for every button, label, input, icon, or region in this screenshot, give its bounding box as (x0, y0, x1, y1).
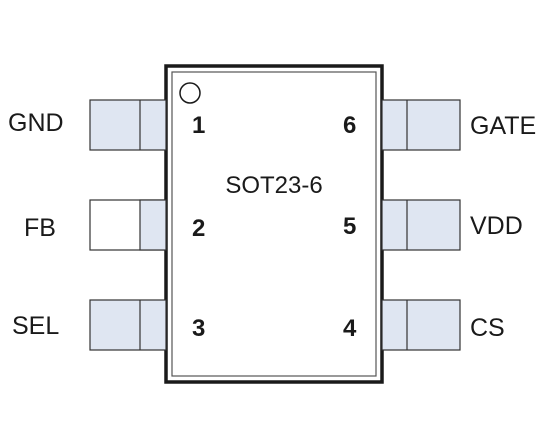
pin-5: VDD 5 (343, 199, 523, 251)
pin-4-lead (381, 299, 461, 351)
pin-6-label: GATE (470, 112, 536, 140)
pin-1-lead (89, 99, 167, 151)
pin-5-label: VDD (470, 212, 523, 240)
pin-5-number: 5 (343, 213, 356, 240)
pin-5-lead (381, 199, 461, 251)
pin-3-lead (89, 299, 167, 351)
pin-2: FB 2 (24, 199, 205, 251)
pin-2-label: FB (24, 214, 56, 242)
pin1-indicator-icon (179, 82, 201, 104)
pin-3: SEL 3 (12, 299, 205, 351)
pin-1-label: GND (8, 109, 64, 137)
pin-1: GND 1 (8, 99, 205, 151)
package-name: SOT23-6 (225, 172, 322, 199)
pin-6: GATE 6 (343, 99, 536, 151)
pin-4: CS 4 (343, 299, 505, 351)
pin-2-number: 2 (192, 215, 205, 242)
pin-3-number: 3 (192, 315, 205, 342)
pin-6-lead (381, 99, 461, 151)
right-pins: GATE 6 VDD 5 CS 4 (343, 99, 536, 351)
pin-3-label: SEL (12, 312, 59, 340)
pin-4-label: CS (470, 314, 505, 342)
pin-2-lead-tip (139, 199, 167, 251)
left-pins: GND 1 FB 2 SEL 3 (8, 99, 205, 351)
pin-1-number: 1 (192, 112, 205, 139)
pin-6-number: 6 (343, 112, 356, 139)
pin-4-number: 4 (343, 315, 357, 342)
ic-body: SOT23-6 (164, 64, 384, 384)
